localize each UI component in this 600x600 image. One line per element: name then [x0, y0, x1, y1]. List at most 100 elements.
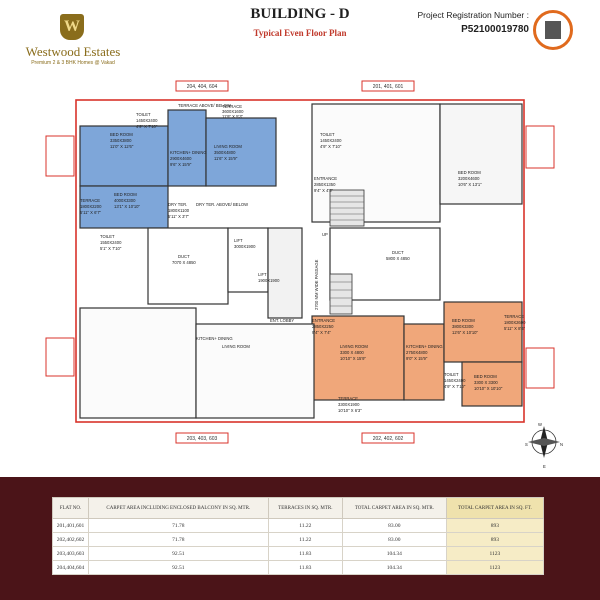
- label-entrance-2: ENTRANCE: [312, 318, 335, 323]
- col-total-sqft: TOTAL CARPET AREA IN SQ. FT.: [445, 497, 545, 519]
- dims-bedroom-2: 13'1" X 10'10": [114, 204, 141, 209]
- size-kitchen-br: 2750X4800: [406, 350, 428, 355]
- size-bedroom-1: 3350X3800: [110, 138, 132, 143]
- cell-carpet: 92.51: [87, 546, 269, 561]
- label-bedroom-br1: BED ROOM: [452, 318, 475, 323]
- size-toilet-tr: 1450X2400: [320, 138, 342, 143]
- cell-total-sqft: 1123: [445, 546, 545, 561]
- cell-carpet: 71.78: [87, 518, 269, 533]
- flat-tag-top-left-text: 204, 404, 604: [187, 84, 218, 90]
- area-table-panel: FLAT NO. CARPET AREA INCLUDING ENCLOSED …: [0, 477, 600, 600]
- cell-total-sqm: 83.00: [342, 532, 447, 547]
- compass-s: S: [525, 442, 528, 447]
- flat-tag-bottom-left: [175, 432, 229, 444]
- label-bedroom-1: BED ROOM: [110, 132, 133, 137]
- flat-tag-top-left: [175, 80, 229, 92]
- registration-number: P52100019780: [461, 24, 529, 35]
- table-row: 202,402,602 71.78 11.22 83.00 893: [52, 532, 545, 547]
- room-labels: BED ROOM 3350X3800 11'0" X 12'6" TOILET …: [80, 103, 526, 413]
- col-total-sqm: TOTAL CARPET AREA IN SQ. MTR.: [342, 497, 447, 519]
- dims-toilet-br: 4'9" X 7'10": [444, 384, 466, 389]
- size-toilet-1: 1450X2400: [136, 118, 158, 123]
- dims-bedroom-tr: 10'6" X 13'1": [458, 182, 482, 187]
- label-living-bl: LIVING ROOM: [222, 344, 250, 349]
- compass-e: E: [543, 464, 546, 469]
- cell-total-sqft: 893: [445, 518, 545, 533]
- dims-terrace-1: 11'9" X 5'3": [222, 114, 244, 119]
- room-living-2: [311, 315, 405, 401]
- terrace-left-top: [45, 135, 75, 177]
- dims-toilet-tr: 4'9" X 7'10": [320, 144, 342, 149]
- size-entrance-1: 2850X1350: [314, 182, 336, 187]
- label-dry-terrace: DRY TER.: [168, 202, 187, 207]
- maharera-seal-icon: [533, 10, 573, 50]
- cell-flat: 202,402,602: [52, 532, 89, 547]
- brand-name: Westwood Estates: [25, 44, 121, 59]
- label-entrance-1: ENTRANCE: [314, 176, 337, 181]
- size-entrance-2: 2850X2250: [312, 324, 334, 329]
- label-toilet-br: TOILET: [444, 372, 459, 377]
- terrace-left-bottom: [45, 337, 75, 377]
- brand-tagline: Premium 2 & 3 BHK Homes @ Vakad: [31, 60, 115, 66]
- room-kitchen-1: [167, 109, 207, 187]
- compass-n: N: [560, 442, 563, 447]
- col-flat-no: FLAT NO.: [52, 497, 89, 519]
- label-kitchen-br: KITCHEN+ DINING: [406, 344, 443, 349]
- label-up: UP: [322, 232, 328, 237]
- passage: [267, 227, 303, 319]
- cell-total-sqft: 1123: [445, 560, 545, 575]
- size-terrace-br: 3300X1900: [338, 402, 360, 407]
- dims-bedroom-1: 11'0" X 12'6": [110, 144, 134, 149]
- size-bedroom-2: 4000X3300: [114, 198, 136, 203]
- duct-left: [147, 227, 229, 305]
- size-lift-1: 3000X1900: [234, 244, 256, 249]
- compass-icon: W N E S: [525, 422, 563, 469]
- label-toilet-1: TOILET: [136, 112, 151, 117]
- cell-total-sqm: 104.34: [342, 560, 447, 575]
- cell-flat: 201,401,601: [52, 518, 89, 533]
- table-row: 201,401,601 71.78 11.22 83.00 893: [52, 518, 545, 533]
- dims-terrace-r: 5'11" X 8'6": [504, 326, 526, 331]
- label-living-1: LIVING ROOM: [214, 144, 242, 149]
- dims-terrace-2: 5'11" X 6'7": [80, 210, 102, 215]
- table-row: 204,404,604 92.51 11.83 104.34 1123: [52, 560, 545, 575]
- cell-flat: 203,403,603: [52, 546, 89, 561]
- table-header-row: FLAT NO. CARPET AREA INCLUDING ENCLOSED …: [52, 497, 545, 519]
- size-duct-right: 5800 X 4850: [386, 256, 410, 261]
- dims-living-1: 11'6" X 15'9": [214, 156, 238, 161]
- label-duct-right: DUCT: [392, 250, 404, 255]
- registration-label: Project Registration Number :: [417, 10, 530, 20]
- size-bedroom-br1: 3800X3300: [452, 324, 474, 329]
- compass-w: W: [538, 422, 542, 427]
- staircase-bottom: [329, 273, 353, 315]
- dims-toilet-2: 5'1" X 7'10": [100, 246, 122, 251]
- terrace-right-bottom: [525, 347, 555, 389]
- floor-plan: 204, 404, 604 201, 401, 601 203, 403, 60…: [40, 80, 563, 469]
- label-terrace-1: TERRACE: [222, 104, 242, 109]
- label-toilet-2: TOILET: [100, 234, 115, 239]
- size-toilet-2: 1550X2400: [100, 240, 122, 245]
- dims-kitchen-br: 9'0" X 15'9": [406, 356, 428, 361]
- cell-terrace: 11.83: [267, 560, 344, 575]
- cell-total-sqft: 893: [445, 532, 545, 547]
- page-subtitle: Typical Even Floor Plan: [253, 28, 347, 38]
- label-bedroom-br2: BED ROOM: [474, 374, 497, 379]
- size-living-1: 3500X4800: [214, 150, 236, 155]
- size-terrace-2: 1800X2200: [80, 204, 102, 209]
- dims-bedroom-br1: 12'6" X 10'10": [452, 330, 479, 335]
- size-dry-terrace: 1800X1100: [168, 208, 190, 213]
- table-row: 203,403,603 92.51 11.83 104.34 1123: [52, 546, 545, 561]
- cell-flat: 204,404,604: [52, 560, 89, 575]
- label-ent-lobby: ENT. LOBBY: [270, 318, 294, 323]
- room-unit-bottom-left: [79, 307, 197, 419]
- flat-tag-top-right: [361, 80, 415, 92]
- label-lift-2: LIFT: [258, 272, 267, 277]
- lift-core: [227, 227, 269, 293]
- size-kitchen-1: 2900X4600: [170, 156, 192, 161]
- flat-tag-bottom-right: [361, 432, 415, 444]
- logo-icon: W: [60, 14, 84, 40]
- label-terrace-r: TERRACE: [504, 314, 524, 319]
- label-duct-left: DUCT: [178, 254, 190, 259]
- room-unit-bottom-center: [195, 323, 315, 419]
- dims-toilet-1: 4'9" X 7'10": [136, 124, 158, 129]
